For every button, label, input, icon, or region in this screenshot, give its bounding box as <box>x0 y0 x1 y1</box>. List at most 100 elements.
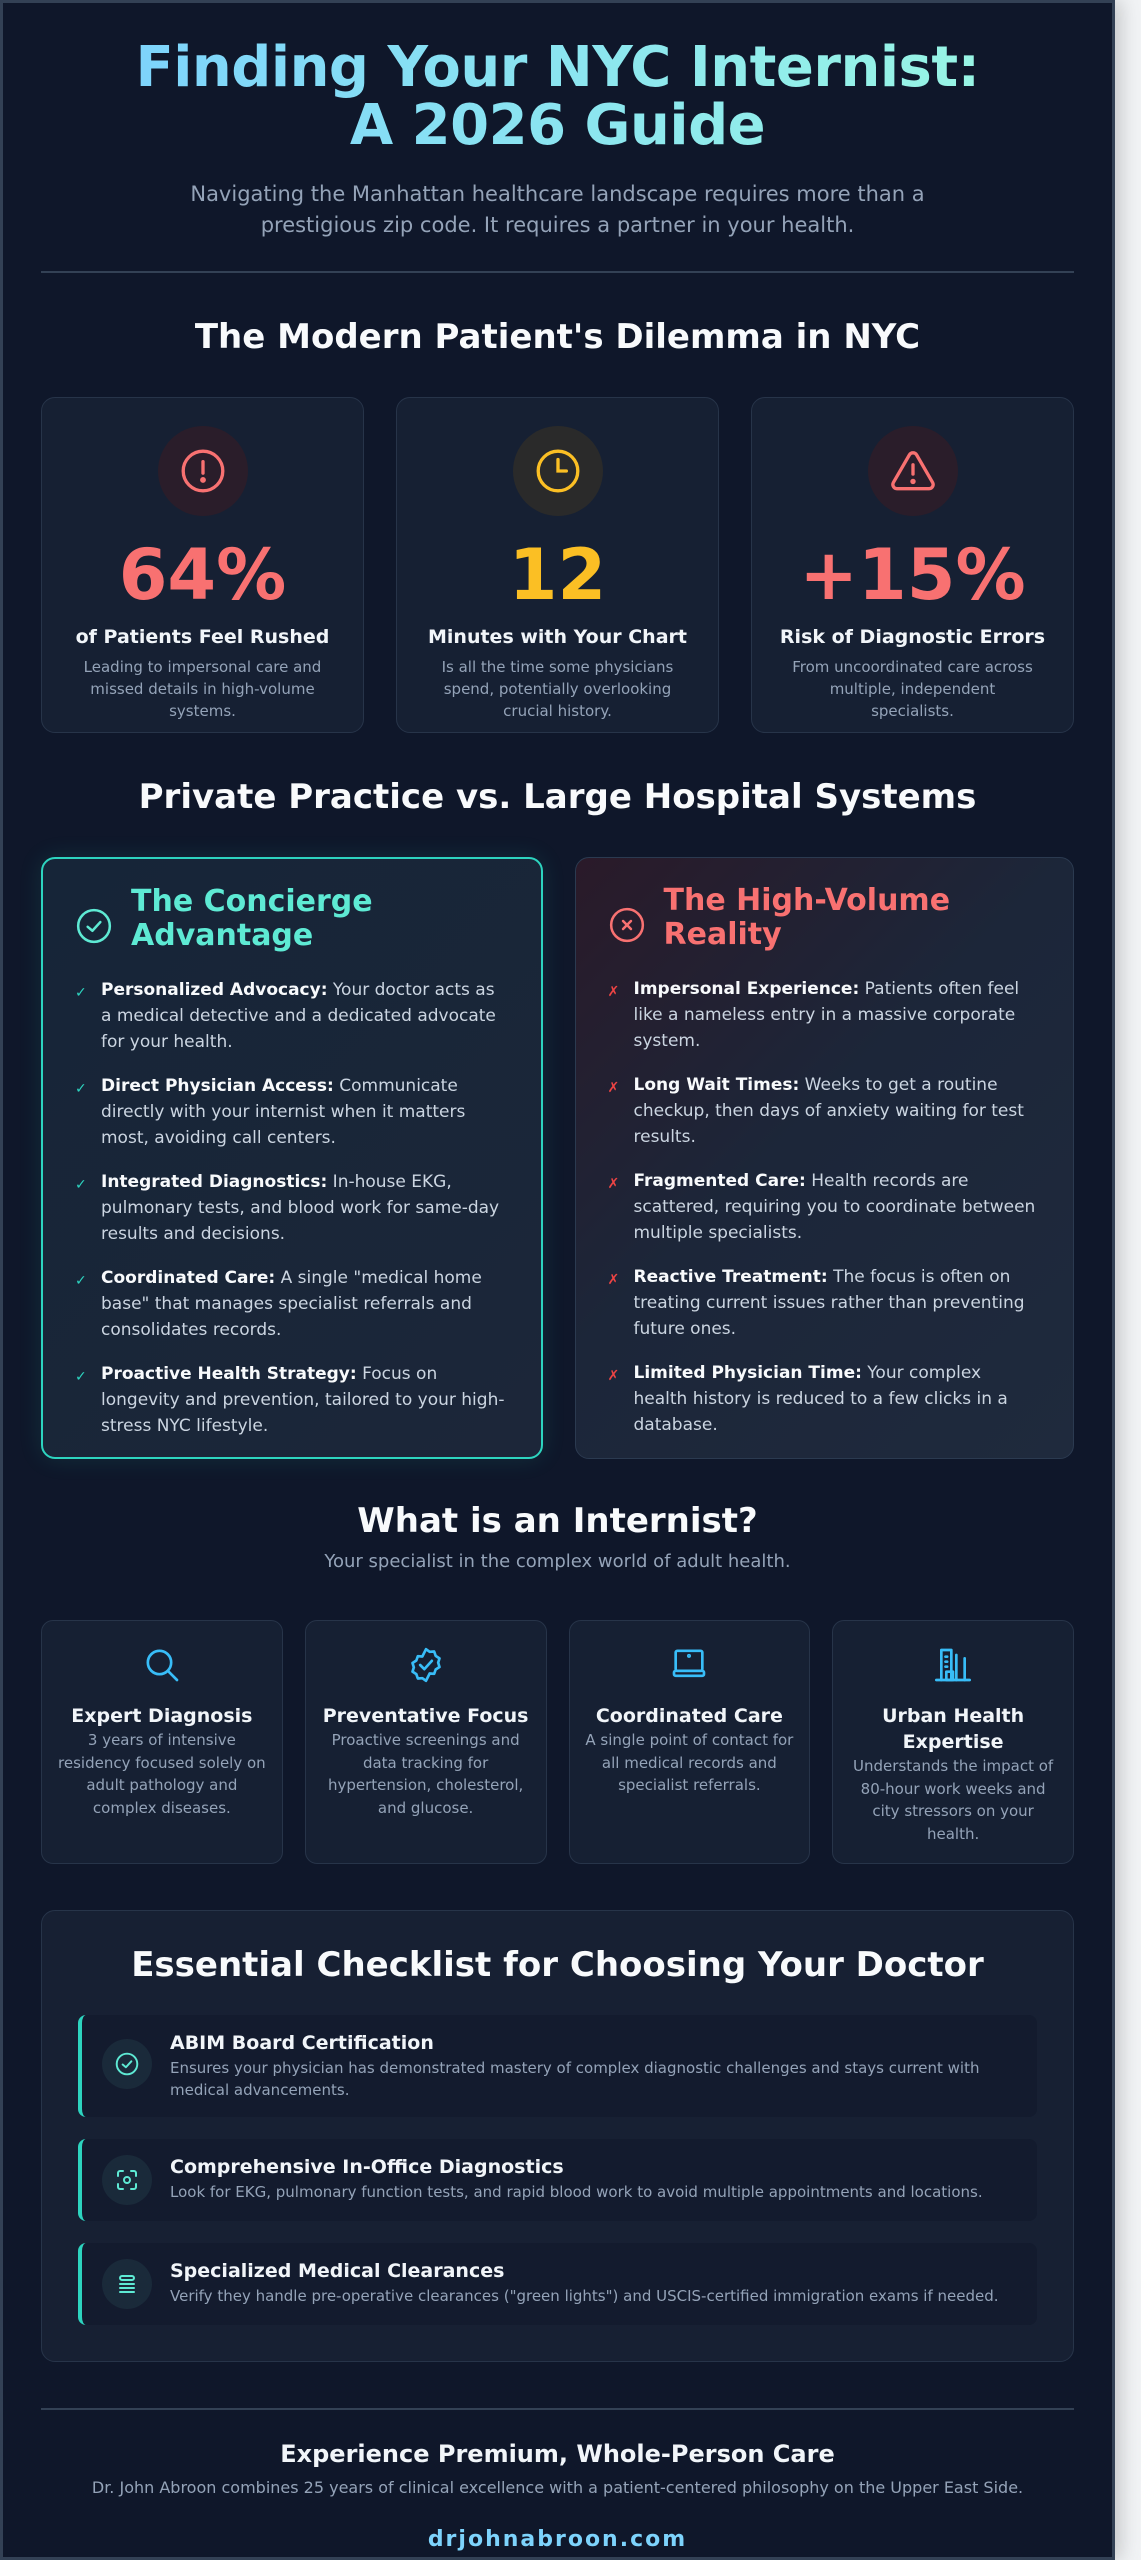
footer-divider <box>41 2408 1074 2410</box>
list-item: ✓ Integrated Diagnostics: In-house EKG, p… <box>75 1169 507 1247</box>
building-icon <box>935 1648 972 1682</box>
card-title: Expert Diagnosis <box>71 1705 253 1727</box>
list-item: ✗Impersonal Experience: Patients often f… <box>608 976 1040 1054</box>
stat-label: Risk of Diagnostic Errors <box>779 626 1046 648</box>
item-text: Your complex health history is reduced t… <box>633 1363 1008 1435</box>
concierge-list: ✓Personalized Advocacy: Your doctor acts… <box>75 977 507 1439</box>
high-volume-list: ✗ Impersonal Experience: Patients often f… <box>608 976 1040 1438</box>
high-volume-title: The High-Volume Reality <box>663 883 951 952</box>
check-mark-icon: ✓ <box>75 1273 87 1289</box>
x-mark-icon: ✗ <box>607 1176 620 1192</box>
stat-label: of Patients Feel Rushed <box>75 626 330 648</box>
internist-subtitle: Your specialist in the complex world of … <box>324 1551 791 1572</box>
card-title: Coordinated Care <box>595 1705 783 1727</box>
clock-icon <box>512 426 603 516</box>
item-text: Weeks to get a routine checkup, then day… <box>633 1075 1024 1147</box>
list-item: ✗ Reactive Treatment: The focus is often … <box>608 1264 1040 1342</box>
item-heading: Coordinated Care: <box>101 1268 276 1288</box>
stack-icon <box>102 2259 152 2309</box>
item-heading: Reactive Treatment: <box>633 1267 828 1287</box>
item-text: Patients often feel like a nameless entr… <box>633 979 1020 1051</box>
list-item: ✗ Long Wait Times: Weeks to get a routine… <box>608 1072 1040 1150</box>
x-mark-icon: ✗ <box>607 1080 620 1096</box>
card-desc: Understands the impact of 80-hour work w… <box>853 1757 1054 1843</box>
checklist-item-title: ABIM Board Certification <box>170 2032 434 2054</box>
infographic-page: Finding Your NYC Internist: A 2026 Guide… <box>0 0 1115 2560</box>
item-text: The focus is often on treating current i… <box>633 1267 1025 1339</box>
concierge-title: The Concierge Advantage <box>131 884 373 953</box>
card-expert-diagnosis: Expert Diagnosis 3 years of intensive re… <box>41 1620 283 1864</box>
stat-card-errors: +15% Risk of Diagnostic Errors From unco… <box>751 397 1074 733</box>
high-volume-header: The High-Volume Reality <box>608 884 1040 952</box>
stat-card-minutes: 12 Minutes with Your Chart Is all the ti… <box>396 397 719 733</box>
list-item: ✓Personalized Advocacy: Your doctor acts… <box>75 977 507 1055</box>
card-desc: Proactive screenings and data tracking f… <box>327 1731 524 1817</box>
checklist-item: ABIM Board Certification Ensures your ph… <box>78 2015 1037 2117</box>
page-title: Finding Your NYC Internist: A 2026 Guide <box>108 39 1008 155</box>
card-preventative-focus: Preventative Focus Proactive screenings … <box>304 1620 547 1864</box>
item-text: In-house EKG, pulmonary tests, and blood… <box>101 1172 500 1244</box>
footer-title: Experience Premium, Whole-Person Care <box>280 2440 835 2468</box>
badge-check-icon <box>410 1647 441 1683</box>
item-text: Communicate directly with your internist… <box>101 1076 466 1148</box>
item-heading: Direct Physician Access: <box>101 1076 334 1096</box>
page-subtitle: Navigating the Manhattan healthcare land… <box>190 182 925 237</box>
stat-label: Minutes with Your Chart <box>428 626 687 648</box>
laptop-icon <box>673 1649 706 1678</box>
item-text: Health records are scattered, requiring … <box>633 1171 1036 1243</box>
footer: Experience Premium, Whole-Person Care Dr… <box>41 2440 1074 2552</box>
check-mark-icon: ✓ <box>75 1177 87 1193</box>
checklist-item-title: Specialized Medical Clearances <box>170 2260 505 2282</box>
stat-value: +15% <box>799 534 1026 616</box>
header-divider <box>41 271 1074 273</box>
comparison-row: The Concierge Advantage ✓Personalized Ad… <box>41 857 1074 1459</box>
scan-icon <box>102 2155 152 2205</box>
list-item: ✓ Direct Physician Access: Communicate di… <box>75 1073 507 1151</box>
check-mark-icon: ✓ <box>75 1081 87 1097</box>
card-coordinated-care: Coordinated Care A single point of conta… <box>568 1620 811 1864</box>
card-title: Preventative Focus <box>322 1705 529 1727</box>
high-volume-panel: The High-Volume Reality ✗ Impersonal Expe… <box>574 857 1074 1459</box>
x-mark-icon: ✗ <box>607 1272 620 1288</box>
stat-desc: From uncoordinated care across multiple,… <box>792 658 1033 720</box>
footer-description: Dr. John Abroon combines 25 years of cli… <box>91 2478 1024 2497</box>
checklist-item: Comprehensive In-Office Diagnostics Look… <box>78 2139 1037 2221</box>
item-text: A single "medical home base" that manage… <box>101 1268 482 1340</box>
checklist-item-desc: Verify they handle pre-operative clearan… <box>170 2287 999 2305</box>
checklist-item: Specialized Medical Clearances Verify th… <box>78 2243 1037 2325</box>
item-text: Your doctor acts as a medical detective … <box>101 980 496 1052</box>
stat-card-rushed: 64% of Patients Feel Rushed Leading to i… <box>41 397 364 733</box>
check-mark-icon: ✓ <box>75 1369 87 1385</box>
item-heading: Long Wait Times: <box>633 1075 800 1095</box>
hero-header: Finding Your NYC Internist: A 2026 Guide… <box>41 3 1074 241</box>
check-mark-icon: ✓ <box>75 985 87 1001</box>
checklist-section: Essential Checklist for Choosing Your Do… <box>41 1910 1074 2362</box>
dilemma-section: The Modern Patient's Dilemma in NYC 64% … <box>41 315 1074 733</box>
internist-title: What is an Internist? <box>357 1501 758 1541</box>
x-mark-icon: ✗ <box>607 1368 620 1384</box>
checklist-item-desc: Ensures your physician has demonstrated … <box>170 2059 980 2099</box>
x-circle-icon <box>609 907 644 943</box>
list-item: ✗ Fragmented Care: Health records are sca… <box>608 1168 1040 1246</box>
concierge-panel: The Concierge Advantage ✓Personalized Ad… <box>41 857 543 1459</box>
comparison-section: Private Practice vs. Large Hospital Syst… <box>41 775 1074 1459</box>
card-title: Urban Health Expertise <box>882 1705 1025 1753</box>
item-heading: Integrated Diagnostics: <box>101 1172 328 1192</box>
stat-desc: Is all the time some physicians spend, p… <box>441 658 674 720</box>
checklist-title: Essential Checklist for Choosing Your Do… <box>131 1945 984 1985</box>
item-heading: Impersonal Experience: <box>633 979 860 999</box>
alert-circle-icon <box>157 426 248 516</box>
search-icon <box>146 1649 179 1682</box>
item-heading: Proactive Health Strategy: <box>101 1364 357 1384</box>
item-heading: Fragmented Care: <box>633 1171 806 1191</box>
warning-triangle-icon <box>867 426 958 516</box>
internist-section: What is an Internist? Your specialist in… <box>41 1499 1074 1864</box>
stat-value: 64% <box>118 534 287 616</box>
website-link[interactable]: drjohnabroon.com <box>427 2527 688 2552</box>
concierge-header: The Concierge Advantage <box>75 885 507 953</box>
stats-row: 64% of Patients Feel Rushed Leading to i… <box>41 397 1074 733</box>
internist-cards: Expert Diagnosis 3 years of intensive re… <box>41 1620 1074 1864</box>
dilemma-title: The Modern Patient's Dilemma in NYC <box>194 317 921 357</box>
check-circle-icon <box>76 908 112 944</box>
card-urban-health: Urban Health Expertise Understands the i… <box>832 1620 1074 1864</box>
